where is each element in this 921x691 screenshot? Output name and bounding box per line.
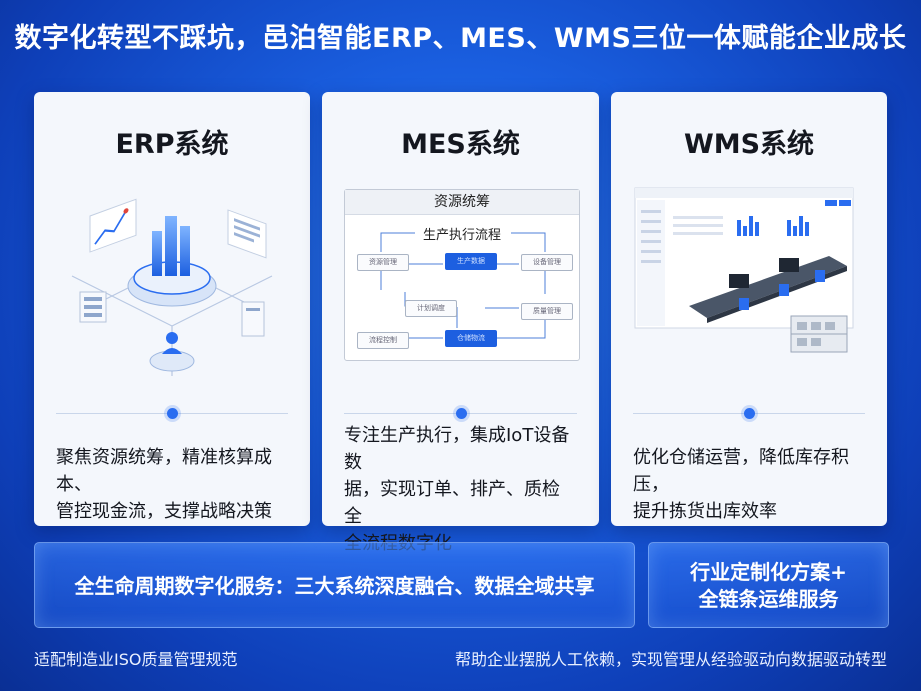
flow-node-equipment: 设备管理 — [521, 254, 573, 271]
lifecycle-service-banner: 全生命周期数字化服务：三大系统深度融合、数据全域共享 — [34, 542, 635, 628]
flow-node-schedule: 计划调度 — [405, 300, 457, 317]
flow-arrows — [380, 232, 546, 339]
erp-card: ERP系统 — [34, 92, 310, 526]
wms-illustration — [629, 186, 869, 388]
wms-card-title: WMS系统 — [683, 129, 815, 160]
erp-illustration — [52, 186, 292, 388]
page-title: 数字化转型不踩坑，邑泊智能ERP、MES、WMS三位一体赋能企业成长 — [14, 23, 907, 54]
custom-solution-text: 行业定制化方案+ 全链条运维服务 — [649, 559, 888, 613]
mes-flow-diagram: 资源统筹 生产执行流程 资源管理 生产数据 设备管理 计划调度 质量管理 流程控… — [344, 189, 580, 361]
mes-dot — [455, 408, 467, 419]
flow-node-production-data: 生产数据 — [445, 253, 497, 270]
mes-desc-line-1: 专注生产执行，集成IoT设备数 — [344, 425, 570, 473]
custom-solution-line-2: 全链条运维服务 — [698, 587, 839, 611]
mes-desc-line-2: 据，实现订单、排产、质检全 — [344, 479, 560, 527]
erp-card-title: ERP系统 — [115, 129, 229, 160]
erp-description: 聚焦资源统筹，精准核算成本、 管控现金流，支撑战略决策 — [56, 444, 288, 525]
flow-node-quality: 质量管理 — [521, 303, 573, 320]
custom-solution-banner: 行业定制化方案+ 全链条运维服务 — [648, 542, 889, 628]
mes-card-title: MES系统 — [401, 129, 520, 160]
wms-dot — [744, 408, 755, 419]
lifecycle-service-text: 全生命周期数字化服务：三大系统深度融合、数据全域共享 — [74, 574, 595, 598]
mes-description: 专注生产执行，集成IoT设备数 据，实现订单、排产、质检全 全流程数字化 — [344, 422, 577, 557]
erp-desc-line-2: 管控现金流，支撑战略决策 — [56, 501, 272, 522]
flow-header: 资源统筹 — [345, 190, 579, 215]
erp-isometric-icon — [71, 198, 273, 376]
wms-description: 优化仓储运营，降低库存积压， 提升拣货出库效率 — [633, 444, 865, 525]
custom-solution-line-1: 行业定制化方案+ — [690, 560, 847, 584]
wms-card: WMS系统 — [611, 92, 887, 526]
erp-dot — [167, 408, 178, 419]
flow-node-control: 流程控制 — [357, 332, 409, 349]
mes-card: MES系统 资源统筹 生产执行流程 资源管理 生产数据 设备管理 计划调度 质量… — [322, 92, 599, 554]
flow-node-resource: 资源管理 — [357, 254, 409, 271]
wms-desc-line-1: 优化仓储运营，降低库存积压， — [633, 447, 849, 495]
wms-dashboard-icon — [634, 187, 854, 353]
footer-right-note: 帮助企业摆脱人工依赖，实现管理从经验驱动向数据驱动转型 — [454, 650, 887, 669]
footer-left-note: 适配制造业ISO质量管理规范 — [34, 650, 238, 669]
wms-desc-line-2: 提升拣货出库效率 — [633, 501, 777, 522]
flow-subtitle: 生产执行流程 — [422, 228, 501, 243]
flow-node-warehouse: 仓储物流 — [445, 330, 497, 347]
erp-desc-line-1: 聚焦资源统筹，精准核算成本、 — [56, 447, 272, 495]
